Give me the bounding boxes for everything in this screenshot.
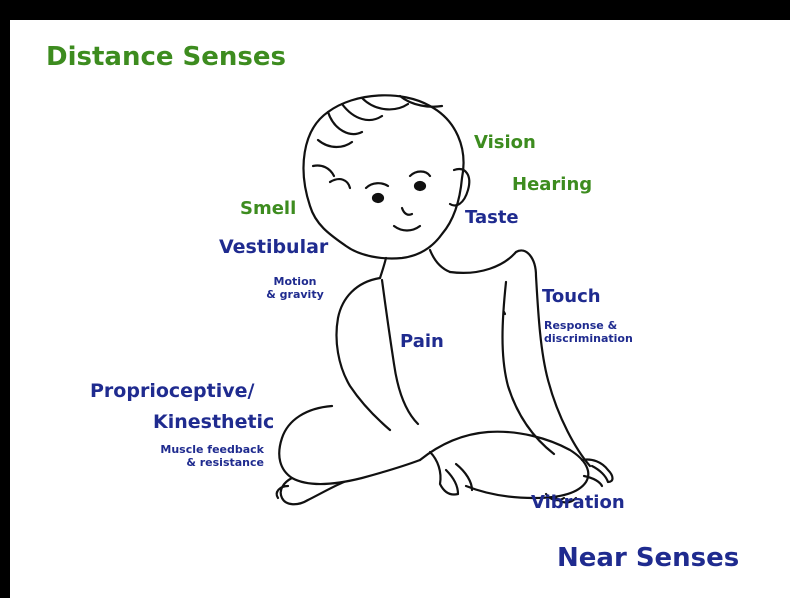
baby-eye-left xyxy=(373,194,383,202)
baby-eye-right xyxy=(415,182,425,190)
baby-left-hand xyxy=(430,452,472,495)
baby-head-outline xyxy=(304,95,464,258)
baby-nose xyxy=(402,208,412,215)
baby-belly xyxy=(382,280,418,424)
distance-senses-title: Distance Senses xyxy=(46,44,286,70)
baby-hair-lower xyxy=(313,165,350,188)
baby-left-arm xyxy=(337,278,391,430)
baby-navel xyxy=(504,312,505,314)
slide: Distance Senses Near Senses Vision Heari… xyxy=(10,20,790,598)
touch-detail-line-1: Response & xyxy=(544,320,633,333)
label-vibration: Vibration xyxy=(531,494,625,512)
sitting-baby-illustration xyxy=(10,20,790,598)
label-kinesthetic: Kinesthetic xyxy=(153,413,274,432)
label-touch-detail: Response & discrimination xyxy=(544,320,633,345)
label-vestibular-detail: Motion & gravity xyxy=(260,276,330,301)
proprioceptive-detail-line-2: & resistance xyxy=(140,457,264,470)
label-proprioceptive-detail: Muscle feedback & resistance xyxy=(140,444,264,469)
touch-detail-line-2: discrimination xyxy=(544,333,633,346)
label-smell: Smell xyxy=(240,200,296,218)
label-vestibular: Vestibular xyxy=(219,238,328,257)
vestibular-detail-line-1: Motion xyxy=(260,276,330,289)
baby-mouth xyxy=(394,226,420,231)
label-taste: Taste xyxy=(465,209,519,227)
baby-left-foot xyxy=(277,478,344,504)
label-proprioceptive: Proprioceptive/ xyxy=(90,382,254,401)
baby-right-leg xyxy=(420,432,588,498)
label-vision: Vision xyxy=(474,134,536,152)
proprioceptive-detail-line-1: Muscle feedback xyxy=(140,444,264,457)
near-senses-title: Near Senses xyxy=(557,545,739,571)
vestibular-detail-line-2: & gravity xyxy=(260,289,330,302)
baby-left-leg xyxy=(279,406,420,484)
label-pain: Pain xyxy=(400,333,444,351)
label-hearing: Hearing xyxy=(512,176,592,194)
label-touch: Touch xyxy=(542,288,601,306)
baby-ear xyxy=(450,169,469,205)
